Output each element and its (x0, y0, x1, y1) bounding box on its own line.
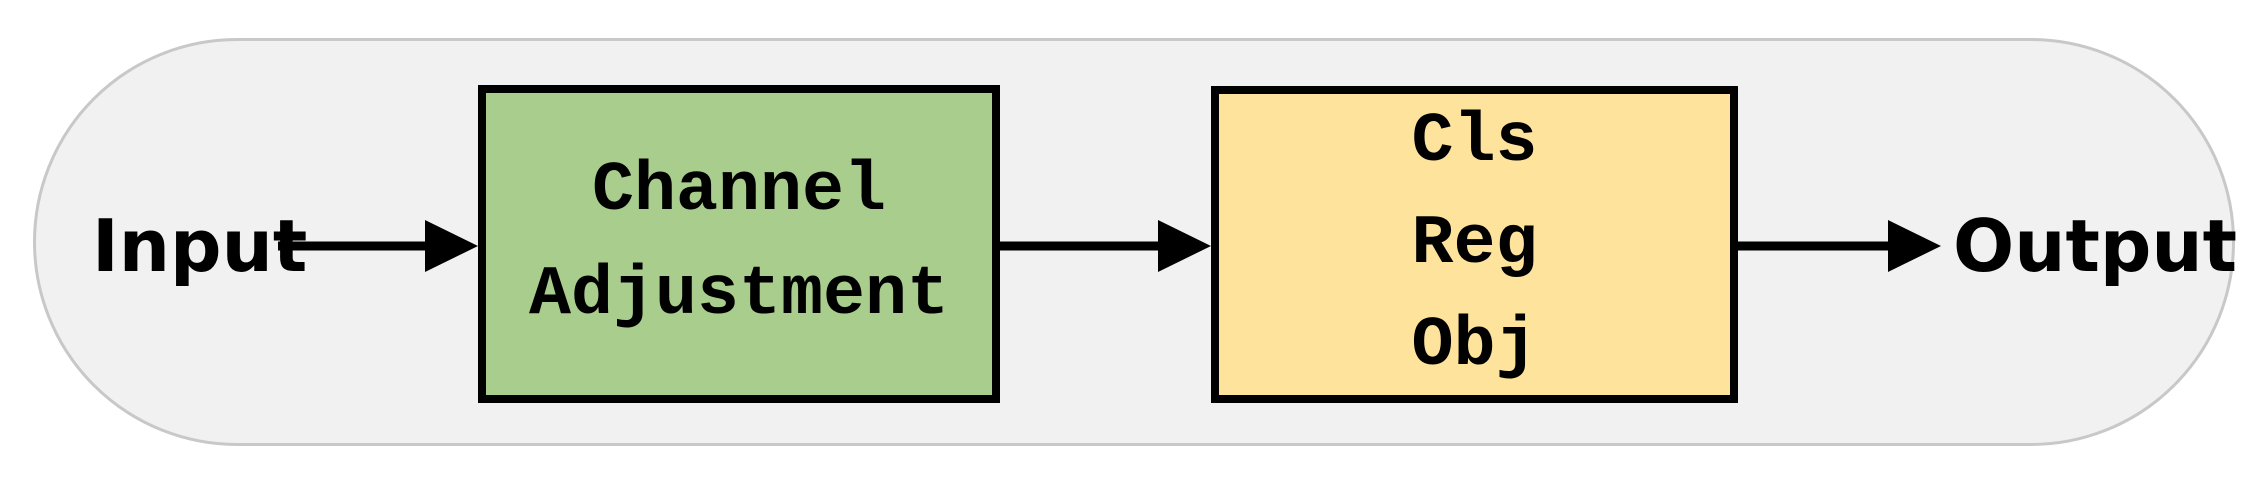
arrowhead-icon (1158, 220, 1211, 272)
input-to-channel-arrow (278, 220, 478, 272)
output-label: Output (1953, 204, 2238, 288)
arrowhead-icon (1888, 220, 1941, 272)
channel-adjustment-node: Channel Adjustment (478, 85, 1000, 403)
cls-reg-obj-node: Cls Reg Obj (1211, 86, 1738, 403)
input-label: Input (92, 204, 308, 288)
arrowhead-icon (425, 220, 478, 272)
channel-to-head-arrow (1000, 220, 1211, 272)
head-to-output-arrow (1738, 220, 1941, 272)
